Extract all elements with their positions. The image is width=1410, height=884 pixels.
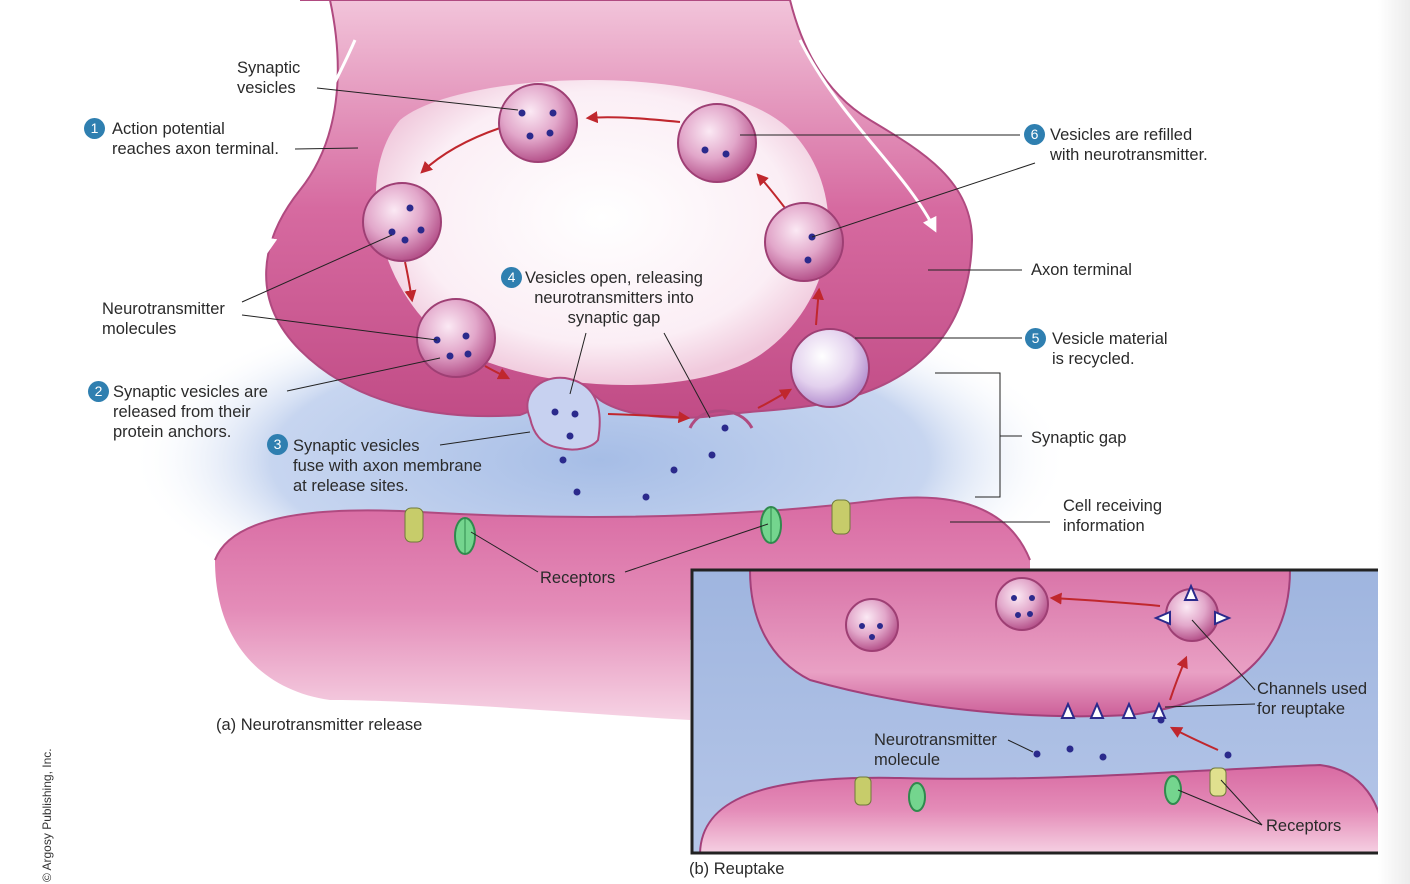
label-synaptic-gap: Synaptic gap: [1031, 429, 1127, 447]
step-badge-6: 6: [1024, 124, 1045, 145]
step-2-text: Synaptic vesicles are released from thei…: [113, 383, 268, 441]
caption-neurotransmitter-release: (a) Neurotransmitter release: [216, 716, 423, 734]
synaptic-vesicle: [416, 298, 496, 378]
neurotransmitter-molecules: [551, 408, 729, 501]
step-1-text: Action potential reaches axon terminal.: [112, 120, 279, 158]
leader-lines: [241, 87, 1050, 573]
receptor: [760, 506, 782, 544]
step-badge-3: 3: [267, 434, 288, 455]
label-receptors-inset: Receptors: [1266, 817, 1342, 835]
step-3-text: Synaptic vesicles fuse with axon membran…: [293, 437, 482, 495]
open-release-site: [688, 409, 754, 429]
action-potential-arrow-left: [262, 39, 357, 253]
step-6-text: Vesicles are refilled with neurotransmit…: [1050, 126, 1208, 164]
step-5-text: Vesicle material is recycled.: [1052, 330, 1168, 368]
label-synaptic-vesicles: Synaptic vesicles: [237, 59, 301, 97]
receptor: [831, 499, 851, 535]
label-neurotransmitter-molecule: Neurotransmitter molecule: [874, 731, 997, 769]
step-4-text: Vesicles open, releasing neurotransmitte…: [525, 269, 703, 327]
reuptake-inset: [690, 568, 1387, 855]
recycled-vesicle: [790, 328, 870, 408]
step-badge-5: 5: [1025, 328, 1046, 349]
step-badge-2: 2: [88, 381, 109, 402]
label-reuptake-channels: Channels used for reuptake: [1257, 680, 1368, 718]
label-cell-receiving: Cell receiving information: [1063, 497, 1163, 535]
step-badge-4: 4: [501, 267, 522, 288]
receptor: [404, 507, 424, 543]
action-potential-arrow-right: [798, 39, 937, 233]
synaptic-vesicle: [677, 103, 757, 183]
synaptic-vesicle: [764, 202, 844, 282]
vesicle-cycle-arrows: [404, 111, 825, 424]
label-neurotransmitter-molecules: Neurotransmitter molecules: [102, 300, 225, 338]
copyright-credit: © Argosy Publishing, Inc.: [40, 748, 54, 882]
caption-reuptake: (b) Reuptake: [689, 860, 785, 878]
receptor: [454, 517, 476, 555]
right-edge-fade: [1378, 0, 1410, 884]
receiving-cell-shape: [215, 497, 1030, 720]
fusing-vesicle: [526, 376, 601, 451]
step-badge-1: 1: [84, 118, 105, 139]
synaptic-vesicle: [362, 182, 442, 262]
label-axon-terminal: Axon terminal: [1031, 261, 1132, 279]
label-receptors: Receptors: [540, 569, 616, 587]
synaptic-vesicle: [498, 83, 578, 163]
